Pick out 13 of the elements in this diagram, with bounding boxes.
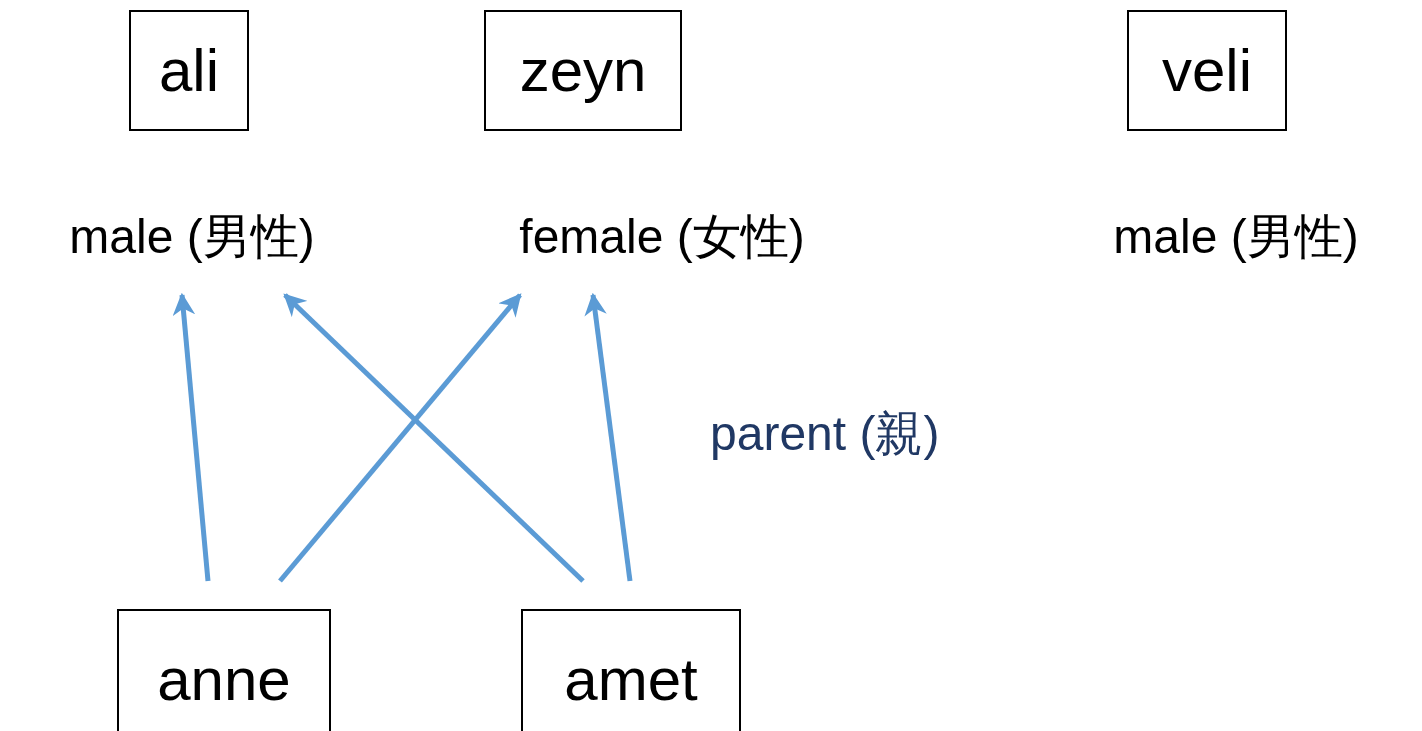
name-box: amet	[521, 609, 741, 731]
arrow	[283, 293, 585, 583]
name-box: zeyn	[484, 10, 682, 131]
arrow	[172, 292, 211, 582]
name-box: veli	[1127, 10, 1287, 131]
gender-label: male (男性)	[1113, 205, 1359, 269]
name-box: anne	[117, 609, 331, 731]
arrow	[584, 292, 633, 582]
gender-label: male (男性)	[69, 205, 315, 269]
arrow	[278, 293, 522, 583]
relation-label: parent (親)	[710, 406, 940, 462]
name-box: ali	[129, 10, 249, 131]
gender-label: female (女性)	[519, 205, 805, 269]
